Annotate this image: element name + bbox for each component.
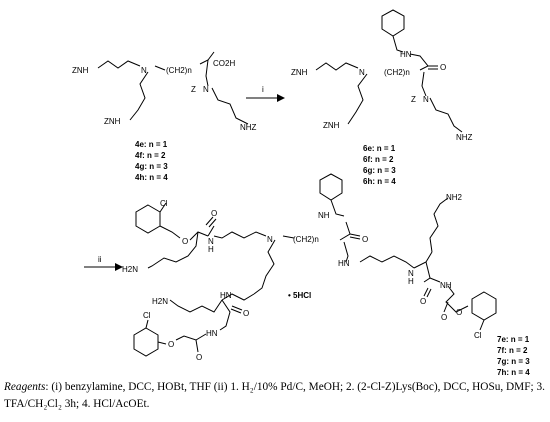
- nhz-label: NHZ: [240, 123, 257, 132]
- cl-left-label: Cl: [160, 199, 168, 208]
- series-7-item: 7g: n = 3: [497, 357, 530, 366]
- chain-label: (CH2)n: [166, 66, 192, 75]
- zn-low-label: ZNH: [104, 117, 121, 126]
- hn-low-label: HN: [220, 291, 232, 300]
- zn-low-label-6: ZNH: [323, 121, 340, 130]
- chain-label-6: (CH2)n: [384, 68, 410, 77]
- o-low-label: O: [243, 309, 249, 318]
- nh-bn-label: NH: [318, 211, 330, 220]
- reaction-scheme: ZNH N (CH2)n CO2H ZNH Z N NHZ 4e: n = 1 …: [72, 9, 530, 377]
- salt-label: • 5HCl: [288, 291, 311, 300]
- o-mid-label: O: [420, 297, 426, 306]
- arrow-i-label: i: [262, 85, 264, 94]
- caption: Reagents: (i) benzylamine, DCC, HOBt, TH…: [4, 379, 548, 413]
- series-6-item: 6g: n = 3: [363, 166, 396, 175]
- cl-low-label: Cl: [143, 311, 151, 320]
- cl-benzyl-ring-bottom: [133, 327, 159, 357]
- o-carb-low1-label: O: [196, 353, 202, 362]
- benzyl-ring: [381, 9, 405, 37]
- h2n-low-label: H2N: [152, 297, 168, 306]
- o-carb2-label: O: [456, 308, 462, 317]
- n-center-product: N: [267, 235, 273, 244]
- series-7-item: 7f: n = 2: [497, 346, 528, 355]
- series-7-item: 7h: n = 4: [497, 368, 530, 377]
- caption-text: : (i) benzylamine, DCC, HOBt, THF (ii) 1…: [4, 381, 545, 410]
- n-center-label: N: [141, 66, 147, 75]
- caption-lead: Reagents: [4, 381, 46, 393]
- o-carb-low2-label: O: [168, 340, 174, 349]
- series-4-item: 4e: n = 1: [135, 140, 168, 149]
- cl-right-label: Cl: [474, 331, 482, 340]
- z-label: Z: [191, 85, 196, 94]
- o-carbonyl-label: O: [211, 209, 217, 218]
- n-alpha-label-6: N: [423, 95, 429, 104]
- o-bn-label: O: [362, 235, 368, 244]
- nh-mid-label: N: [408, 269, 414, 278]
- benzyl-ring-product: [319, 173, 343, 201]
- compound-7-structure: [133, 173, 497, 357]
- arrow-ii-label: ii: [98, 255, 102, 264]
- series-6-item: 6f: n = 2: [363, 155, 394, 164]
- compound-6-structure: [315, 9, 463, 133]
- o-label: O: [440, 63, 446, 72]
- series-6-item: 6e: n = 1: [363, 144, 396, 153]
- series-4-item: 4g: n = 3: [135, 162, 168, 171]
- nh-carb-label: NH: [440, 281, 452, 290]
- series-6-item: 6h: n = 4: [363, 177, 396, 186]
- n-center-label-6: N: [359, 68, 365, 77]
- nh-amide-h: H: [208, 245, 214, 254]
- cl-benzyl-ring-left: [135, 204, 161, 234]
- o-carb1-label: O: [441, 313, 447, 322]
- series-4-item: 4h: n = 4: [135, 173, 168, 182]
- zn-top-label-6: ZNH: [291, 68, 308, 77]
- compound-4-structure: [97, 51, 249, 125]
- acid-label: CO2H: [213, 59, 235, 68]
- series-6-list: 6e: n = 1 6f: n = 2 6g: n = 3 6h: n = 4: [363, 144, 396, 186]
- h2n-left-label: H2N: [122, 265, 138, 274]
- o-ether-label: O: [182, 237, 188, 246]
- cl-benzyl-ring-right: [471, 291, 497, 321]
- series-7-item: 7e: n = 1: [497, 335, 530, 344]
- series-4-item: 4f: n = 2: [135, 151, 166, 160]
- hn-amide-label: HN: [400, 50, 412, 59]
- zn-top-label: ZNH: [72, 66, 89, 75]
- series-7-list: 7e: n = 1 7f: n = 2 7g: n = 3 7h: n = 4: [497, 335, 530, 377]
- n-alpha-label: N: [203, 85, 209, 94]
- nh2-right-label: NH2: [446, 193, 463, 202]
- hn-carb-low-label: HN: [206, 329, 218, 338]
- hn-mid-label: HN: [338, 259, 350, 268]
- z-label-6: Z: [411, 95, 416, 104]
- nh-amide-label: N: [208, 237, 214, 246]
- nhz-label-6: NHZ: [456, 133, 473, 142]
- chain-product: (CH2)n: [293, 235, 319, 244]
- series-4-list: 4e: n = 1 4f: n = 2 4g: n = 3 4h: n = 4: [135, 140, 168, 182]
- nh-mid-h: H: [408, 277, 414, 286]
